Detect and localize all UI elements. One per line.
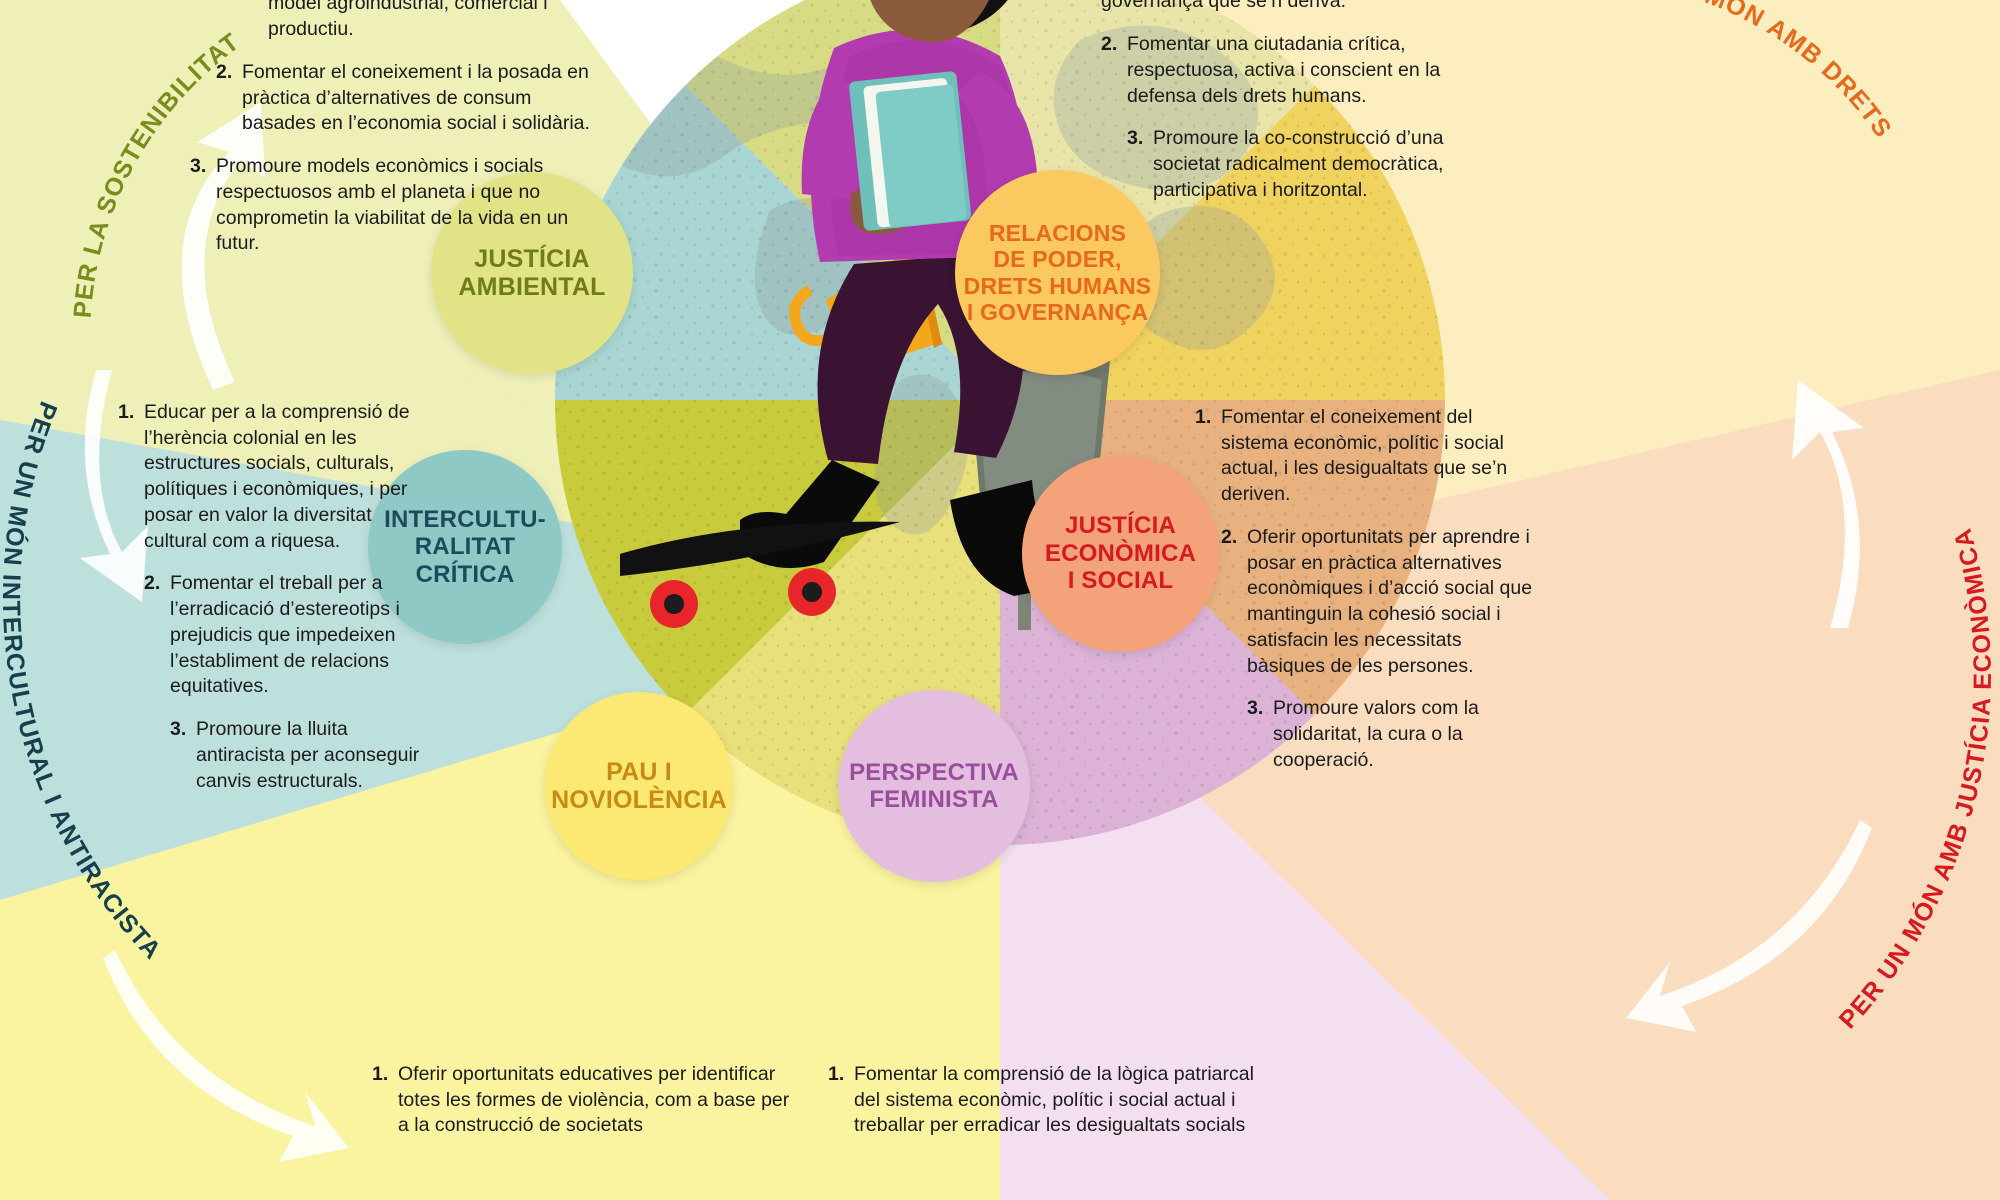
objective-item: 1. Oferir oportunitats educatives per ide… <box>372 1062 792 1139</box>
objective-number: 1. <box>1195 406 1212 428</box>
topic-bubble-pau-i-noviolencia[interactable]: PAU I NOVIOLÈNCIA <box>545 692 733 880</box>
objective-text: Promoure la lluita antiracista per acons… <box>196 718 420 792</box>
objective-text: Analitzar les lògiques de poder del sist… <box>1101 0 1346 13</box>
objective-text: Fomentar el coneixement i la posada en p… <box>242 60 590 135</box>
objective-item: 2. Fomentar el treball per a l’erradicaci… <box>144 571 438 700</box>
objective-text: Promoure models econòmics i socials resp… <box>216 155 569 255</box>
objective-item: 3. Promoure valors com la solidaritat, la… <box>1247 696 1535 773</box>
objective-text: Fomentar la comprensió de la lògica patr… <box>854 1063 1254 1137</box>
objective-text: de la nostra forma de vida sobre el medi… <box>268 0 548 41</box>
objective-text: Educar per a la comprensió de l’herència… <box>144 401 410 552</box>
objectives-list: 1. Fomentar la comprensió de la lògica pa… <box>828 1062 1258 1139</box>
objectives-justicia-economica: 1. Fomentar el coneixement del sistema ec… <box>1195 405 1535 791</box>
objective-item: 1.Analitzar les lògiques de poder del si… <box>1075 0 1475 15</box>
objective-number: 2. <box>216 60 233 83</box>
topic-bubble-relacions-de-poder[interactable]: RELACIONS DE PODER, DRETS HUMANS I GOVER… <box>955 170 1160 375</box>
objective-text: Promoure valors com la solidaritat, la c… <box>1273 697 1479 771</box>
objectives-justicia-ambiental: 1.de la nostra forma de vida sobre el me… <box>190 0 590 274</box>
objective-number: 1. <box>372 1063 389 1085</box>
objective-text: Oferir oportunitats per aprendre i posar… <box>1247 525 1533 677</box>
objective-number: 3. <box>1247 697 1264 720</box>
topic-bubble-perspectiva-feminista-label: PERSPECTIVA FEMINISTA <box>849 758 1019 813</box>
objectives-list: 1.de la nostra forma de vida sobre el me… <box>190 0 590 257</box>
objective-number: 1. <box>118 401 135 423</box>
objective-number: 1. <box>828 1063 845 1085</box>
objective-item: 3. Promoure models econòmics i socials re… <box>190 154 590 257</box>
topic-bubble-justicia-ambiental[interactable]: JUSTÍCIA AMBIENTAL <box>431 172 633 374</box>
objectives-relacions-de-poder: 1.Analitzar les lògiques de poder del si… <box>1075 0 1475 221</box>
objective-number: 3. <box>190 155 207 178</box>
objective-item: 1. Fomentar la comprensió de la lògica pa… <box>828 1062 1258 1139</box>
objective-item: 1. Fomentar el coneixement del sistema ec… <box>1195 405 1535 508</box>
objective-text: Oferir oportunitats educatives per ident… <box>398 1063 790 1137</box>
objectives-perspectiva-feminista: 1. Fomentar la comprensió de la lògica pa… <box>828 1062 1258 1156</box>
objectives-interculturalitat-critica: 1. Educar per a la comprensió de l’herènc… <box>118 400 438 811</box>
objectives-list: 1. Oferir oportunitats educatives per ide… <box>372 1062 792 1139</box>
objective-item: 2. Oferir oportunitats per aprendre i pos… <box>1221 525 1535 679</box>
books-icon <box>849 71 972 231</box>
objective-item: 2. Fomentar una ciutadania crítica, respe… <box>1101 32 1475 109</box>
objective-item: 3. Promoure la lluita antiracista per aco… <box>170 717 438 794</box>
topic-bubble-interculturalitat-critica[interactable]: INTERCULTU- RALITAT CRÍTICA <box>368 450 562 644</box>
objective-text: Fomentar una ciutadania crítica, respect… <box>1127 33 1441 107</box>
objectives-list: 1.Analitzar les lògiques de poder del si… <box>1075 0 1475 204</box>
objective-text: Fomentar el treball per a l’erradicació … <box>170 572 400 698</box>
objectives-pau-i-noviolencia: 1. Oferir oportunitats educatives per ide… <box>372 1062 792 1156</box>
topic-bubble-relacions-de-poder-label: RELACIONS DE PODER, DRETS HUMANS I GOVER… <box>963 220 1152 325</box>
topic-bubble-interculturalitat-critica-label: INTERCULTU- RALITAT CRÍTICA <box>384 505 546 588</box>
topic-bubble-perspectiva-feminista[interactable]: PERSPECTIVA FEMINISTA <box>838 690 1030 882</box>
topic-bubble-justicia-ambiental-label: JUSTÍCIA AMBIENTAL <box>458 244 606 302</box>
objectives-list: 1. Fomentar el coneixement del sistema ec… <box>1195 405 1535 774</box>
figure-head <box>870 0 1008 43</box>
objective-number: 3. <box>170 718 187 741</box>
objective-number: 2. <box>1221 525 1238 548</box>
objective-item: 1.de la nostra forma de vida sobre el me… <box>242 0 590 43</box>
objective-item: 3. Promoure la co-construcció d’una socie… <box>1127 126 1475 203</box>
objectives-list: 1. Educar per a la comprensió de l’herènc… <box>118 400 438 794</box>
objective-text: Fomentar el coneixement del sistema econ… <box>1221 406 1508 506</box>
topic-bubble-pau-i-noviolencia-label: PAU I NOVIOLÈNCIA <box>551 757 727 815</box>
objective-number: 2. <box>144 572 161 595</box>
objective-item: 1. Educar per a la comprensió de l’herènc… <box>118 400 438 554</box>
topic-bubble-justicia-economica-i-social[interactable]: JUSTÍCIA ECONÒMICA I SOCIAL <box>1022 455 1219 652</box>
topic-bubble-justicia-economica-i-social-label: JUSTÍCIA ECONÒMICA I SOCIAL <box>1044 512 1197 595</box>
objective-text: Promoure la co-construcció d’una societa… <box>1153 127 1444 201</box>
objective-number: 3. <box>1127 127 1144 150</box>
objective-item: 2. Fomentar el coneixement i la posada en… <box>216 60 590 137</box>
objective-number: 2. <box>1101 33 1118 56</box>
